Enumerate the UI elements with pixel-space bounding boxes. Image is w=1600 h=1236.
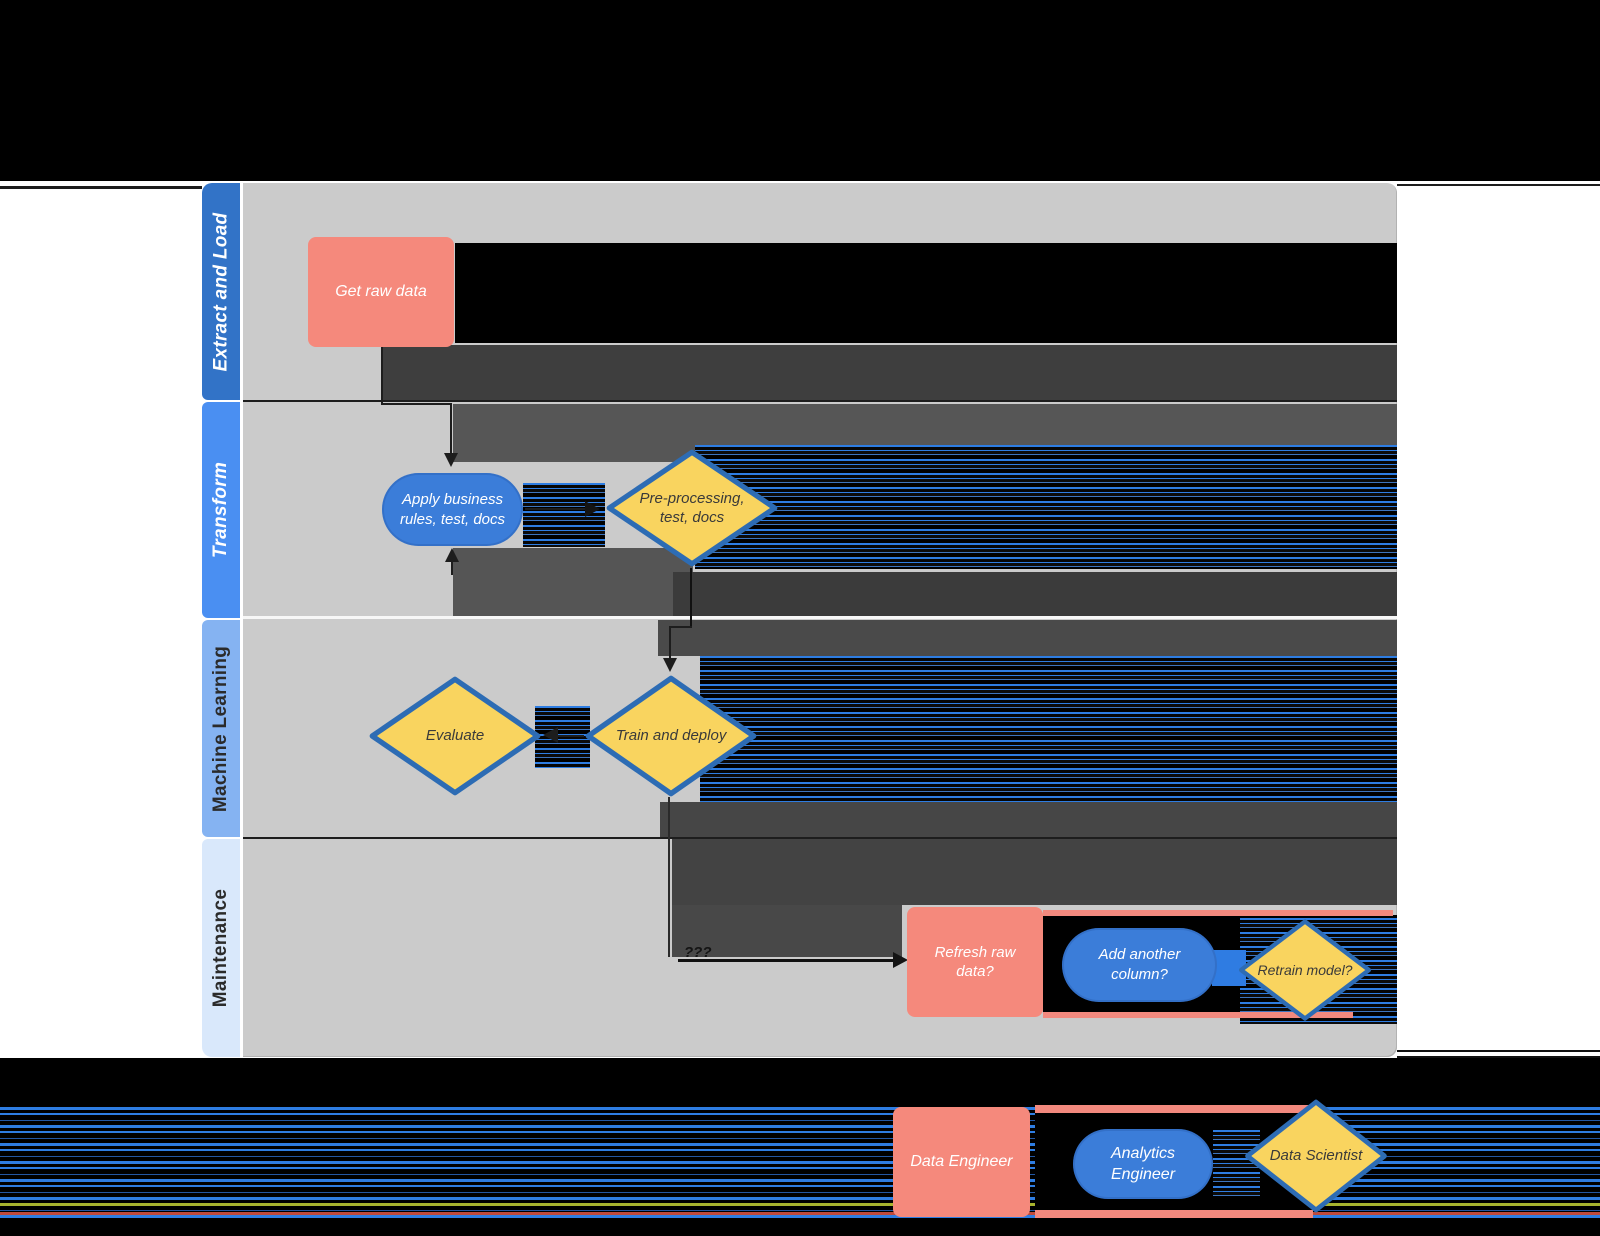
node-train-and-deploy[interactable]: Train and deploy xyxy=(583,673,759,799)
arrowhead-right-icon xyxy=(585,501,600,517)
glitch-line-red xyxy=(1035,1210,1313,1218)
lane-header-machine-learning[interactable]: Machine Learning xyxy=(202,620,240,837)
lane-divider-light xyxy=(243,616,1397,619)
edge-line xyxy=(690,568,692,628)
lane-header-extract-and-load[interactable]: Extract and Load xyxy=(202,183,240,400)
arrowhead-left-icon xyxy=(543,727,558,743)
arrowhead-up-icon xyxy=(445,548,459,562)
edge-line xyxy=(669,626,692,628)
legend-item-data-scientist: Data Scientist xyxy=(1243,1097,1389,1215)
node-get-raw-data[interactable]: Get raw data xyxy=(308,237,454,347)
glitch-band xyxy=(453,548,693,616)
node-label: Add another column? xyxy=(1098,946,1181,983)
edge-line xyxy=(450,403,452,455)
node-label: Refresh raw data? xyxy=(934,943,1016,981)
edge-line xyxy=(678,959,894,962)
node-refresh-raw-data[interactable]: Refresh raw data? xyxy=(907,907,1043,1017)
top-black-strip xyxy=(0,0,1600,181)
node-add-another-column[interactable]: Add another column? xyxy=(1062,928,1217,1002)
legend-item-analytics-engineer: Analytics Engineer xyxy=(1073,1129,1213,1199)
edge-line xyxy=(525,508,585,510)
glitch-line-bottom-right xyxy=(1397,1050,1600,1052)
glitch-stripes xyxy=(695,445,1397,569)
diamond-shape-icon xyxy=(606,449,778,567)
edge-line xyxy=(381,403,452,405)
lane-label: Transform xyxy=(210,461,232,559)
glitch-band xyxy=(381,345,1397,400)
glitch-stripes xyxy=(1213,1130,1260,1196)
node-pre-processing[interactable]: Pre-processing, test, docs xyxy=(604,447,780,569)
diamond-shape-icon xyxy=(1239,919,1371,1021)
node-label: Train and deploy xyxy=(615,727,727,745)
glitch-line-red xyxy=(1043,1012,1353,1018)
glitch-line-red xyxy=(1043,910,1393,916)
lane-header-maintenance[interactable]: Maintenance xyxy=(202,839,240,1057)
diamond-shape-icon xyxy=(369,676,541,796)
glitch-line-yellow xyxy=(0,1203,1600,1206)
edge-line xyxy=(669,628,671,658)
node-evaluate[interactable]: Evaluate xyxy=(367,674,543,798)
glitch-band xyxy=(658,620,1397,656)
edge-line xyxy=(668,797,670,957)
arrowhead-right-icon xyxy=(893,952,908,968)
node-label: Evaluate xyxy=(425,727,485,745)
arrowhead-down-icon xyxy=(444,453,458,467)
legend-label: Data Scientist xyxy=(1269,1147,1363,1165)
glitch-line-red xyxy=(1035,1105,1313,1113)
edge-line xyxy=(381,347,383,405)
glitch-line-top-right xyxy=(1397,184,1600,186)
lane-divider xyxy=(243,400,1397,402)
lane-divider xyxy=(243,837,1397,839)
edge-label: ??? xyxy=(684,944,712,961)
lane-label: Maintenance xyxy=(210,888,232,1008)
arrowhead-down-icon xyxy=(663,658,677,672)
legend-label: Data Engineer xyxy=(910,1152,1013,1170)
glitch-line-bottom-right xyxy=(1397,1056,1600,1058)
node-retrain-model[interactable]: Retrain model? xyxy=(1237,917,1373,1023)
diamond-shape-icon xyxy=(585,675,757,797)
legend-item-data-engineer: Data Engineer xyxy=(893,1107,1030,1217)
glitch-line-top-left xyxy=(0,186,202,189)
edge-line xyxy=(558,735,584,737)
legend-label: Analytics Engineer xyxy=(1110,1144,1176,1183)
glitch-band xyxy=(672,905,902,957)
glitch-line-red xyxy=(0,1212,1600,1215)
node-label: Apply business rules, test, docs xyxy=(399,490,506,528)
lane-label: Machine Learning xyxy=(210,645,232,812)
edge-line xyxy=(451,562,453,575)
glitch-band xyxy=(660,802,1397,837)
glitch-band xyxy=(672,839,1397,905)
glitch-band xyxy=(673,572,1397,616)
diamond-shape-icon xyxy=(1245,1099,1387,1213)
node-apply-business-rules[interactable]: Apply business rules, test, docs xyxy=(382,473,523,546)
glitch-band xyxy=(455,243,1397,343)
glitch-stripes xyxy=(700,656,1397,802)
node-label: Get raw data xyxy=(335,282,427,300)
lane-header-transform[interactable]: Transform xyxy=(202,402,240,618)
node-label: Pre-processing, test, docs xyxy=(639,489,745,527)
node-label: Retrain model? xyxy=(1257,961,1353,978)
lane-label: Extract and Load xyxy=(210,212,232,371)
